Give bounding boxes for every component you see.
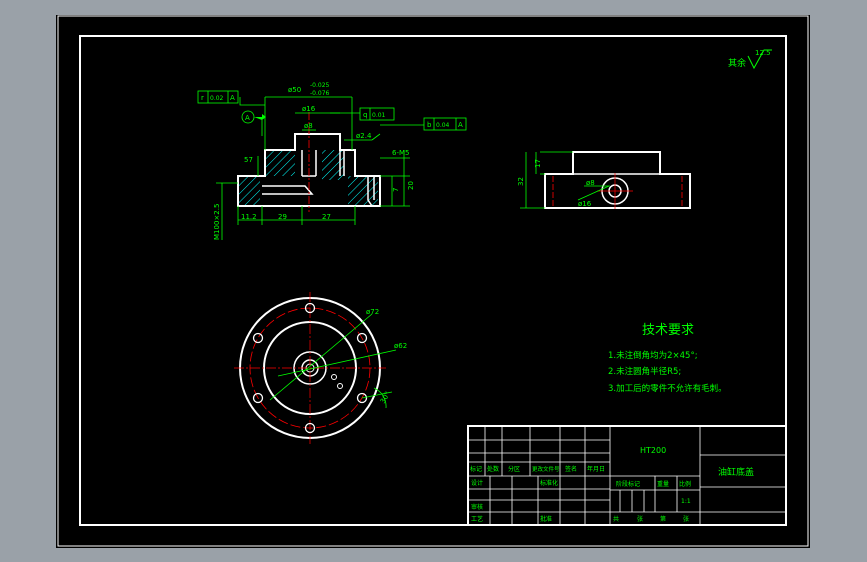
dim-phi50-tol-upper: -0.025 bbox=[310, 82, 330, 89]
side-dim-phi8: ø8 bbox=[586, 179, 595, 187]
fcf-flatness: q 0.01 bbox=[359, 107, 395, 121]
side-dim-17: 17 bbox=[534, 159, 542, 168]
dim-11: 11.2 bbox=[241, 213, 257, 221]
tb-material: HT200 bbox=[640, 446, 666, 455]
fcf-b-datum: A bbox=[458, 121, 463, 129]
side-view: 17 32 ø8 ø16 bbox=[517, 151, 691, 209]
tb-approve: 批准 bbox=[540, 515, 552, 523]
dim-phi50-tol-lower: -0.076 bbox=[310, 90, 330, 97]
tb-weight: 重量 bbox=[657, 480, 669, 488]
dim-57: 57 bbox=[244, 156, 253, 164]
dim-29: 29 bbox=[278, 213, 287, 221]
tb-header-zone: 分区 bbox=[508, 465, 520, 473]
dim-m100: M100×2.5 bbox=[213, 204, 221, 240]
bolt-hole-4 bbox=[304, 422, 316, 434]
datum-a-label: A bbox=[245, 114, 250, 122]
roughness-label: 其余 bbox=[728, 57, 746, 69]
tb-reviewer: 审核 bbox=[471, 503, 483, 511]
tb-header-sign: 签名 bbox=[565, 465, 577, 473]
roughness-value: 12.5 bbox=[755, 49, 771, 57]
tb-sheet-index: 第 bbox=[660, 515, 666, 523]
fcf-r-datum: A bbox=[230, 94, 235, 102]
hatch-region-right bbox=[348, 176, 378, 206]
tb-designer: 设计 bbox=[471, 479, 483, 487]
top-view: ø72 ø62 30° bbox=[234, 292, 407, 444]
hatch-region-left-upper bbox=[265, 150, 295, 176]
hatch-region-left-lower bbox=[238, 176, 260, 206]
tb-header-docno: 更改文件号 bbox=[532, 465, 560, 473]
tb-scale-label: 比例 bbox=[679, 480, 691, 488]
bolt-hole-1 bbox=[304, 302, 316, 314]
dim-phi16: ø16 bbox=[302, 105, 316, 113]
front-section-view: ø50 -0.025 -0.076 ø16 ø8 ø2.4 6-M5 57 20… bbox=[197, 82, 467, 240]
fcf-b-symbol: b bbox=[427, 121, 432, 129]
dim-phi50: ø50 bbox=[288, 86, 301, 94]
tb-header-count: 处数 bbox=[487, 465, 499, 473]
dim-7: 7 bbox=[392, 188, 400, 192]
sheet-outline bbox=[57, 15, 809, 547]
oil-hole bbox=[331, 374, 337, 380]
bolt-hole-6 bbox=[252, 332, 264, 344]
fcf-r-symbol: r bbox=[201, 94, 204, 102]
tb-scale-value: 1:1 bbox=[681, 498, 691, 505]
bolt-hole-3 bbox=[356, 392, 368, 404]
drawing-frame bbox=[79, 35, 787, 526]
bolt-hole-2 bbox=[356, 332, 368, 344]
fcf-position: b 0.04 A bbox=[423, 117, 467, 131]
fcf-runout: r 0.02 A bbox=[197, 90, 239, 104]
note-1: 1.未注倒角均为2×45°; bbox=[608, 350, 698, 361]
dim-phi8: ø8 bbox=[304, 122, 313, 130]
tb-header-mark: 标记 bbox=[470, 465, 482, 473]
tb-header-date: 年月日 bbox=[587, 465, 605, 473]
note-3: 3.加工后的零件不允许有毛刺。 bbox=[608, 383, 727, 394]
tb-stage-mark: 阶段标记 bbox=[616, 480, 640, 488]
top-dim-phi62: ø62 bbox=[394, 342, 407, 350]
roughness-symbol: 其余 12.5 bbox=[728, 49, 772, 70]
tb-part-name: 油缸底盖 bbox=[718, 466, 754, 478]
oil-passage bbox=[262, 185, 314, 195]
dim-thread: 6-M5 bbox=[392, 149, 409, 157]
tb-sheet-total: 共 bbox=[613, 515, 619, 523]
side-dim-32: 32 bbox=[517, 177, 525, 186]
tb-process: 工艺 bbox=[471, 515, 483, 523]
technical-requirements: 技术要求 1.未注倒角均为2×45°; 2.未注圆角半径R5; 3.加工后的零件… bbox=[608, 323, 727, 394]
notes-title: 技术要求 bbox=[642, 323, 694, 338]
bolt-hole-5 bbox=[252, 392, 264, 404]
tb-sheet-unit-1: 张 bbox=[637, 515, 643, 523]
title-block: 标记 处数 分区 更改文件号 签名 年月日 设计 标准化 审核 工艺 批准 HT… bbox=[467, 425, 787, 526]
fcf-r-value: 0.02 bbox=[210, 95, 224, 102]
tb-standardization: 标准化 bbox=[540, 479, 558, 487]
tb-sheet-unit-2: 张 bbox=[683, 515, 689, 523]
fcf-q-symbol: q bbox=[363, 111, 367, 119]
hatch-region-center bbox=[322, 150, 344, 180]
top-dim-phi72: ø72 bbox=[366, 308, 379, 316]
dim-phi2-4: ø2.4 bbox=[356, 132, 372, 140]
model-space[interactable] bbox=[56, 15, 810, 548]
dim-20: 20 bbox=[407, 181, 415, 190]
note-2: 2.未注圆角半径R5; bbox=[608, 366, 681, 377]
dim-27: 27 bbox=[322, 213, 331, 221]
fcf-q-value: 0.01 bbox=[372, 112, 386, 119]
side-dim-phi16: ø16 bbox=[578, 200, 592, 208]
fcf-b-value: 0.04 bbox=[436, 122, 450, 129]
